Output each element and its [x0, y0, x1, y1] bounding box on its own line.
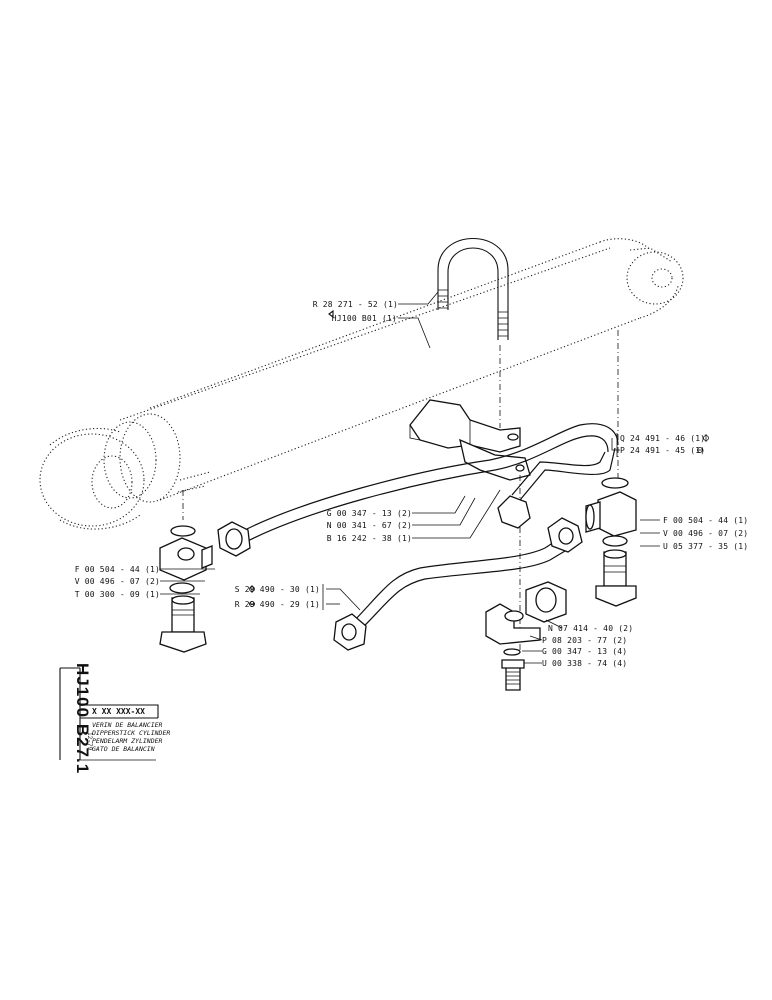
left-fitting-group — [159, 525, 213, 653]
callout-r29490: R 29 490 - 29 (1) — [235, 600, 320, 609]
callout-g00347b: G 00 347 - 13 (4) — [542, 647, 627, 656]
title-line-en: DIPPERSTICK CYLINDER — [91, 729, 170, 737]
title-code: X XX XXX-XX — [92, 707, 145, 716]
cylinder-body — [39, 238, 684, 530]
callout-v00496l: V 00 496 - 07 (2) — [75, 577, 160, 586]
lower-clamp-group — [485, 581, 567, 691]
rigid-pipe — [234, 423, 619, 546]
callout-p08203: P 08 203 - 77 (2) — [542, 636, 627, 645]
title-line-de: PENDELARM ZYLINDER — [92, 737, 163, 745]
callout-p24491: P 24 491 - 45 (1) — [620, 446, 705, 455]
right-fitting-group — [585, 477, 637, 607]
title-line-es: GATO DE BALANCIN — [92, 745, 155, 753]
variant-marker-icon-2 — [249, 585, 255, 607]
pipe-nut-mid — [497, 495, 531, 529]
callout-u05377: U 05 377 - 35 (1) — [663, 542, 748, 551]
callout-f00504r: F 00 504 - 44 (1) — [663, 516, 748, 525]
flexible-hose — [333, 517, 583, 651]
callout-hj100b01: HJ100 B01 (1) — [332, 314, 397, 323]
u-bolt — [437, 238, 509, 340]
title-line-fr: VERIN DE BALANCIER — [92, 721, 163, 729]
callout-s29490: S 29 490 - 30 (1) — [235, 585, 320, 594]
callout-n00341: N 00 341 - 67 (2) — [327, 521, 412, 530]
callout-q24491: Q 24 491 - 46 (1) — [620, 434, 705, 443]
pipe-nut-left — [217, 521, 251, 557]
callout-b16242: B 16 242 - 38 (1) — [327, 534, 412, 543]
variant-marker-icon — [697, 434, 709, 453]
ref-arrow-icon — [328, 309, 334, 319]
sheet-code: HJ100 B27.1 — [73, 663, 92, 774]
callout-t00300: T 00 300 - 09 (1) — [75, 590, 160, 599]
callout-n07414: N 07 414 - 40 (2) — [548, 624, 633, 633]
leader-lines — [160, 291, 660, 664]
callout-v00496r: V 00 496 - 07 (2) — [663, 529, 748, 538]
callout-u00338: U 00 338 - 74 (4) — [542, 659, 627, 668]
sheet-date: 12-79 — [86, 732, 93, 750]
callout-r28271: R 28 271 - 52 (1) — [313, 300, 398, 309]
callout-f00504l: F 00 504 - 44 (1) — [75, 565, 160, 574]
callout-g00347a: G 00 347 - 13 (2) — [327, 509, 412, 518]
title-block — [59, 667, 159, 761]
clamp-bracket — [409, 399, 531, 481]
